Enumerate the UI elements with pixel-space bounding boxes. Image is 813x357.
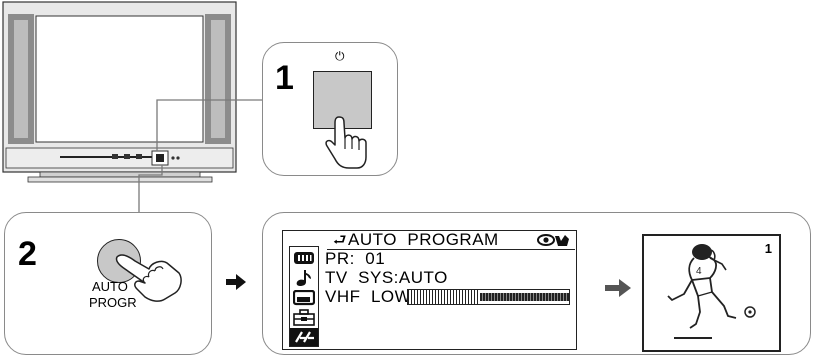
svg-text:4: 4 bbox=[696, 266, 702, 277]
tv-illustration bbox=[2, 1, 237, 183]
osd-line-vhf: VHF LOW bbox=[325, 287, 412, 306]
progr-label: PROGR bbox=[89, 295, 137, 310]
return-arrow-icon: ⮐ bbox=[333, 231, 347, 249]
eye-hand-icon bbox=[537, 234, 569, 246]
osd-line-tv-sys: TV SYS:AUTO bbox=[325, 268, 448, 287]
tv-set bbox=[0, 0, 240, 185]
features-icon bbox=[295, 331, 314, 343]
channel-number: 1 bbox=[764, 241, 772, 256]
osd-result-panel: ⮐ AUTO PROGRAM bbox=[262, 212, 811, 355]
arrow-right-icon bbox=[605, 279, 631, 297]
soccer-player-icon: 4 bbox=[667, 244, 756, 339]
result-tv-screen: 1 4 bbox=[642, 234, 781, 352]
pressing-hand-icon bbox=[115, 254, 182, 302]
auto-program-progress-bar bbox=[407, 289, 570, 305]
sound-icon[interactable] bbox=[295, 269, 313, 287]
pip-icon[interactable] bbox=[293, 290, 315, 306]
auto-label: AUTO bbox=[92, 279, 128, 294]
osd-title-bar bbox=[327, 231, 575, 250]
step2-number: 2 bbox=[18, 235, 37, 273]
preset-icon[interactable] bbox=[293, 309, 315, 326]
picture-icon[interactable] bbox=[293, 251, 315, 265]
pointing-hand-icon bbox=[325, 116, 367, 169]
progress-bar-remaining bbox=[480, 293, 569, 301]
osd-line-pr: PR: 01 bbox=[325, 249, 386, 268]
step2-panel: 2 AUTO PROGR bbox=[4, 212, 212, 355]
step1-number: 1 bbox=[275, 59, 294, 97]
arrow-right-icon bbox=[226, 274, 246, 290]
step1-panel: 1 ⏻ bbox=[262, 42, 398, 176]
osd-title: AUTO PROGRAM bbox=[348, 230, 499, 249]
progress-bar-fill bbox=[408, 290, 481, 304]
power-symbol-label: ⏻ bbox=[335, 49, 345, 63]
osd-screen: ⮐ AUTO PROGRAM bbox=[282, 230, 577, 350]
